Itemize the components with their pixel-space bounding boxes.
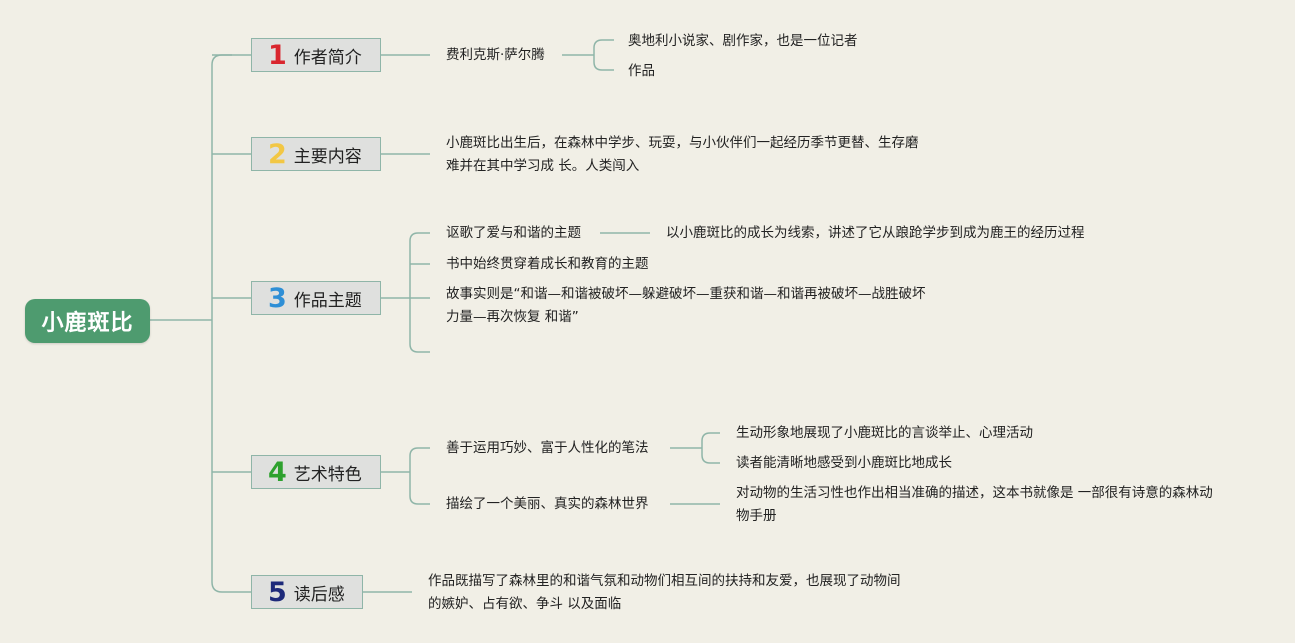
number-1: 1 (268, 39, 287, 71)
text-line: 难并在其中学习成 长。人类闯入 (446, 158, 640, 174)
branch-reflection[interactable]: 5 读后感 (251, 575, 363, 609)
branch-label: 作品主题 (293, 290, 362, 311)
leaf-content-summary[interactable]: 小鹿斑比出生后，在森林中学步、玩耍，与小伙伴们一起经历季节更替、生存磨 难并在其… (446, 132, 919, 178)
text-line: 力量—再次恢复 和谐” (446, 309, 579, 325)
number-3: 3 (268, 282, 287, 314)
branch-theme[interactable]: 3 作品主题 (251, 281, 381, 315)
text-line: 的嫉妒、占有欲、争斗 以及面临 (428, 596, 622, 612)
branch-label: 作者简介 (293, 47, 362, 68)
branch-author-intro[interactable]: 1 作者简介 (251, 38, 381, 72)
leaf-reflection-text[interactable]: 作品既描写了森林里的和谐气氛和动物们相互间的扶持和友爱，也展现了动物间 的嫉妒、… (428, 570, 901, 616)
number-5: 5 (268, 576, 287, 608)
leaf-theme-growth[interactable]: 书中始终贯穿着成长和教育的主题 (446, 256, 649, 272)
branch-art-features[interactable]: 4 艺术特色 (251, 455, 381, 489)
branch-main-content[interactable]: 2 主要内容 (251, 137, 381, 171)
root-node[interactable]: 小鹿斑比 (25, 299, 150, 343)
leaf-author-desc[interactable]: 奥地利小说家、剧作家，也是一位记者 (628, 33, 858, 49)
leaf-forest-detail[interactable]: 对动物的生活习性也作出相当准确的描述，这本书就像是 一部很有诗意的森林动 物手册 (736, 482, 1213, 528)
leaf-works[interactable]: 作品 (628, 63, 655, 79)
branch-label: 艺术特色 (293, 464, 362, 485)
leaf-forest-world[interactable]: 描绘了一个美丽、真实的森林世界 (446, 496, 649, 512)
text-line: 故事实则是“和谐—和谐被破坏—躲避破坏—重获和谐—和谐再被破坏—战胜破坏 (446, 286, 926, 302)
number-4: 4 (268, 456, 287, 488)
branch-label: 主要内容 (293, 146, 362, 167)
leaf-writing-style[interactable]: 善于运用巧妙、富于人性化的笔法 (446, 440, 649, 456)
leaf-theme-story[interactable]: 故事实则是“和谐—和谐被破坏—躲避破坏—重获和谐—和谐再被破坏—战胜破坏 力量—… (446, 283, 926, 329)
text-line: 小鹿斑比出生后，在森林中学步、玩耍，与小伙伴们一起经历季节更替、生存磨 (446, 135, 919, 151)
number-2: 2 (268, 138, 287, 170)
text-line: 作品既描写了森林里的和谐气氛和动物们相互间的扶持和友爱，也展现了动物间 (428, 573, 901, 589)
text-line: 对动物的生活习性也作出相当准确的描述，这本书就像是 一部很有诗意的森林动 (736, 485, 1213, 501)
branch-label: 读后感 (293, 584, 345, 605)
leaf-theme-love-detail[interactable]: 以小鹿斑比的成长为线索，讲述了它从踉跄学步到成为鹿王的经历过程 (666, 225, 1085, 241)
text-line: 物手册 (736, 508, 777, 524)
leaf-style-detail-2[interactable]: 读者能清晰地感受到小鹿斑比地成长 (736, 455, 952, 471)
leaf-author-name[interactable]: 费利克斯·萨尔腾 (446, 47, 545, 63)
leaf-style-detail-1[interactable]: 生动形象地展现了小鹿斑比的言谈举止、心理活动 (736, 425, 1033, 441)
leaf-theme-love[interactable]: 讴歌了爱与和谐的主题 (446, 225, 581, 241)
